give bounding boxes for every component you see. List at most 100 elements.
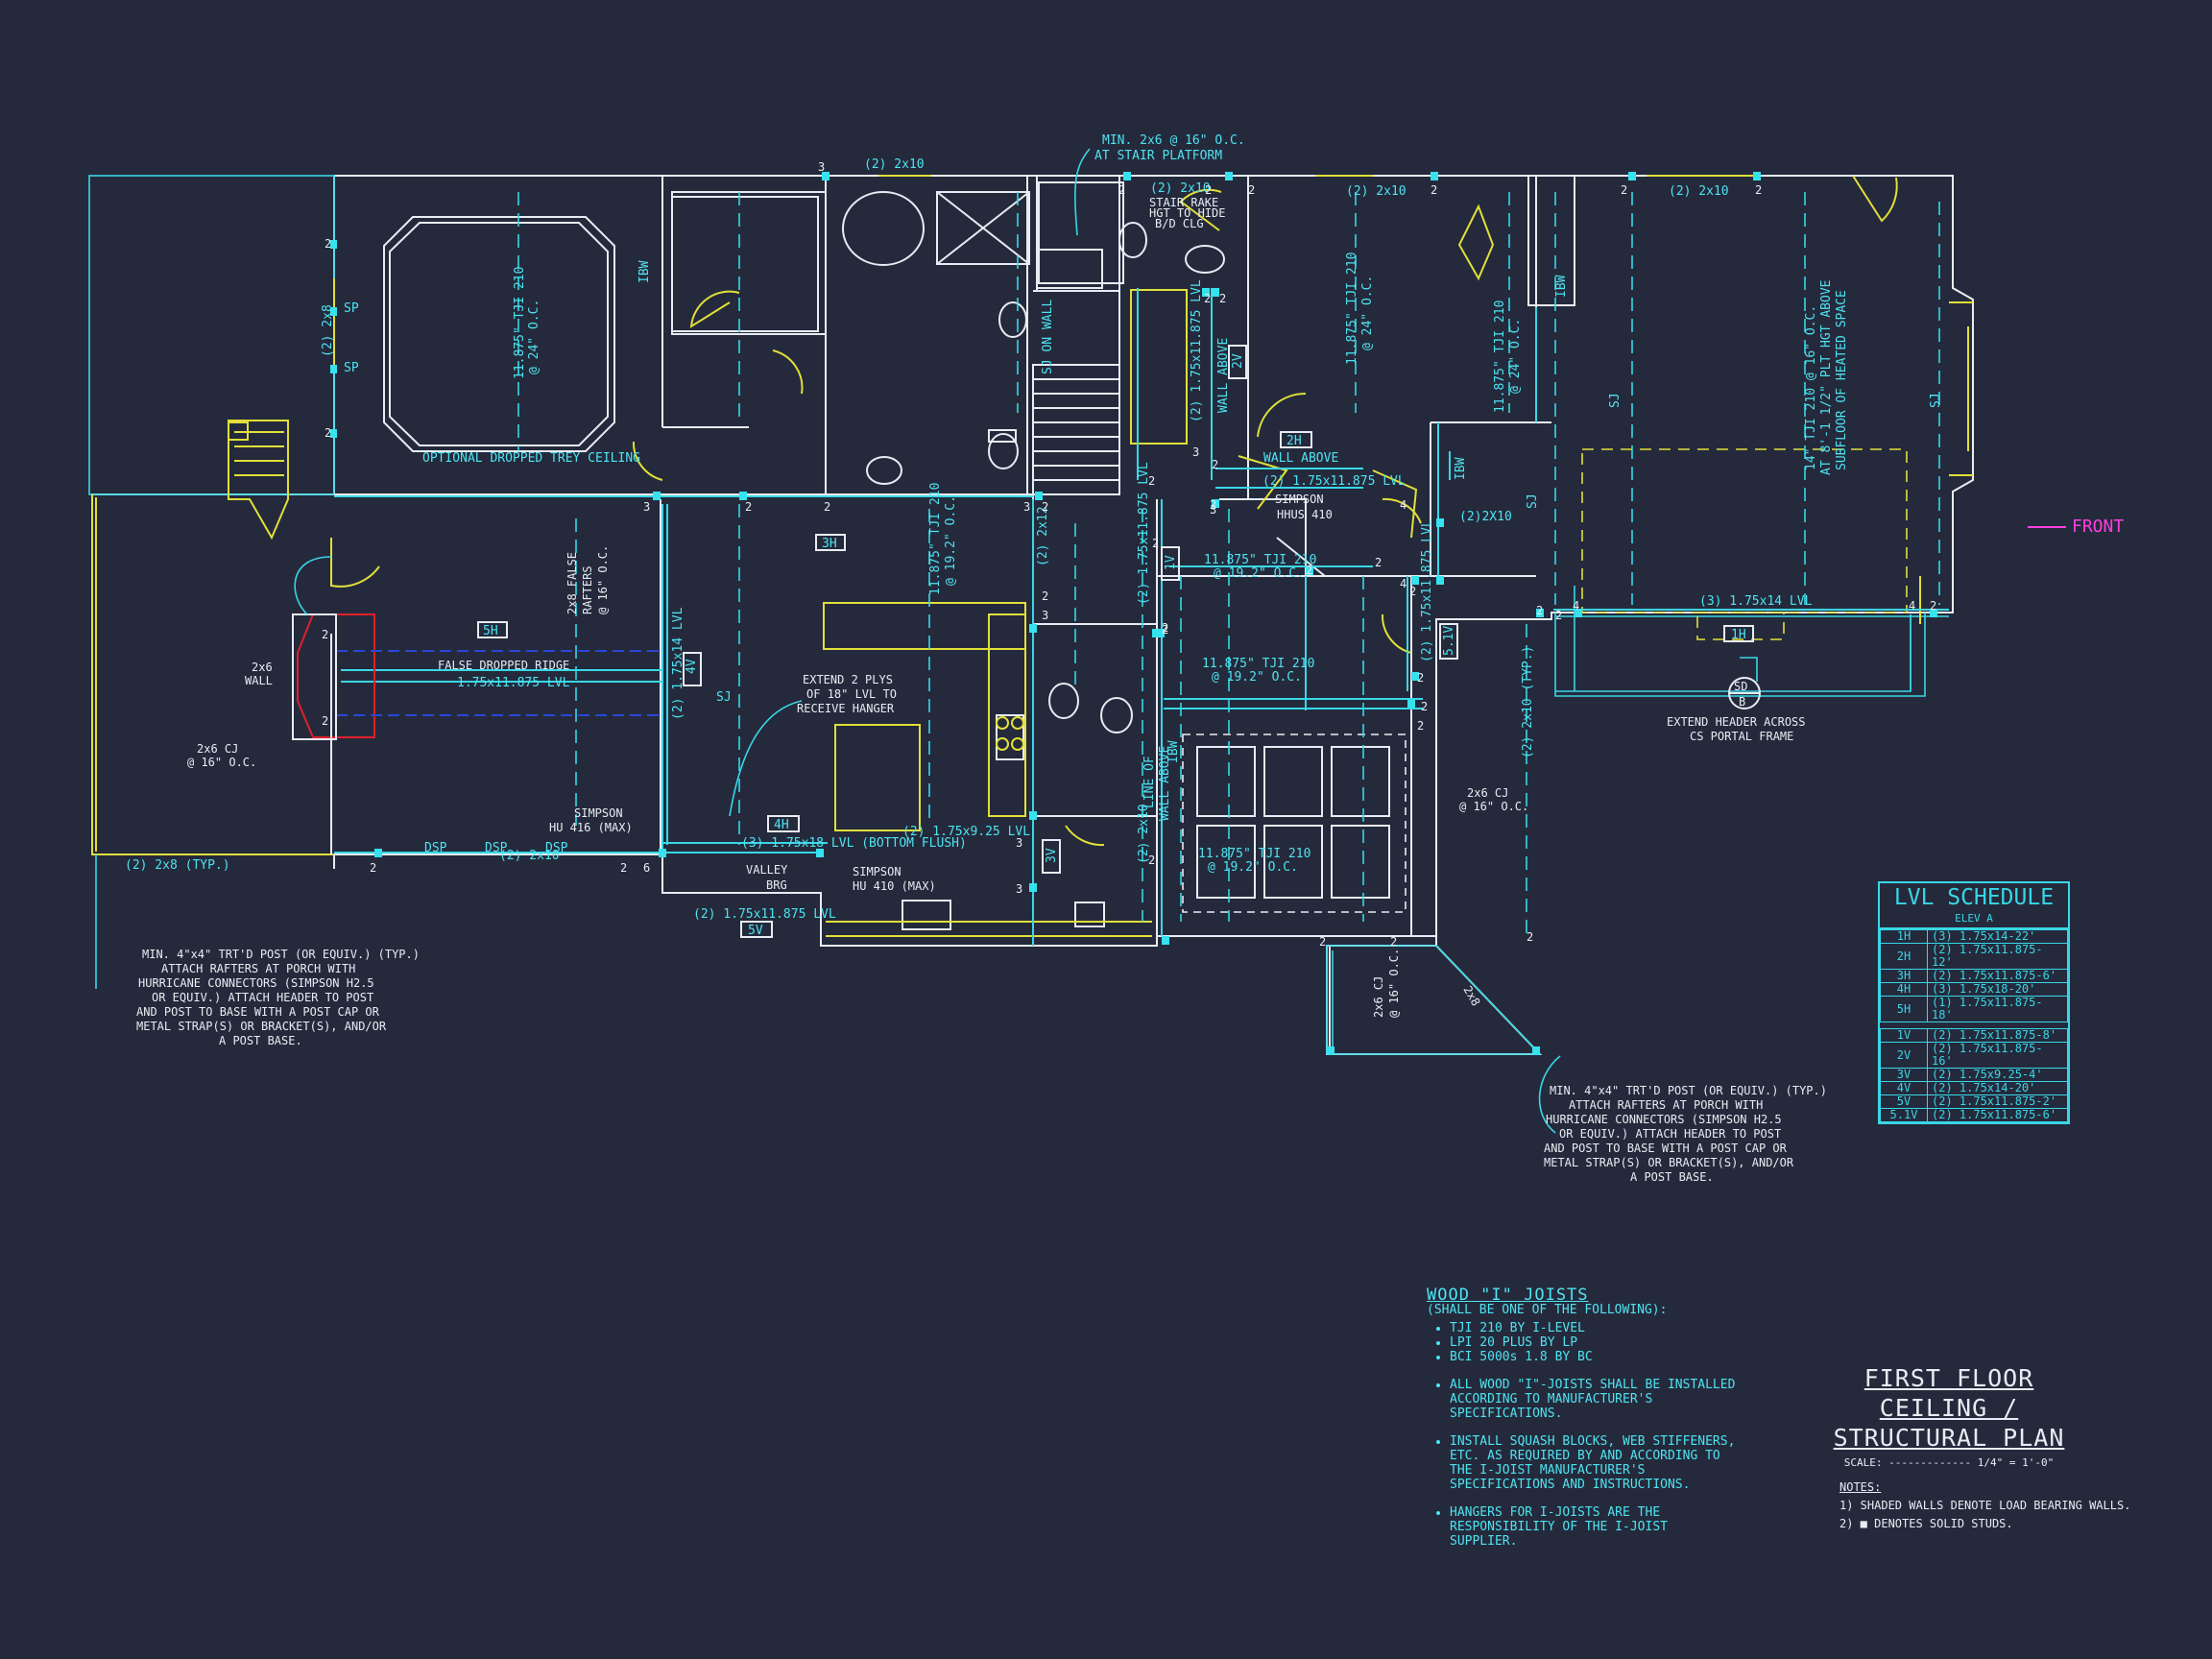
tag-4h: 4H [774, 818, 789, 832]
label-lvl-5v: (2) 1.75x11.875 LVL [693, 907, 836, 922]
svg-text:2: 2 [1118, 183, 1125, 197]
svg-text:4: 4 [1400, 498, 1407, 512]
label-stair-rake-1: STAIR RAKE [1149, 196, 1218, 209]
lvl-row: 4H(3) 1.75x18-20' [1880, 982, 2068, 997]
lvl-value: (2) 1.75x11.875-8' [1927, 1028, 2068, 1043]
label-stair-rake-2: HGT TO HIDE [1149, 206, 1225, 220]
label-dsp-3: DSP [545, 841, 568, 855]
label-wall-2x6-1: 2x6 [252, 661, 273, 674]
lvl-value: (2) 1.75x11.875-6' [1927, 969, 2068, 983]
svg-text:A POST BASE.: A POST BASE. [1630, 1170, 1714, 1184]
label-false-rafters-2: RAFTERS [581, 565, 594, 614]
label-tji-f-2: @ 19.2" O.C. [1212, 670, 1302, 685]
label-tji-c-2: @ 24" O.C. [1508, 319, 1523, 394]
lvl-row: 2H(2) 1.75x11.875-12' [1880, 943, 2068, 970]
svg-text:OR EQUIV.) ATTACH HEADER TO PO: OR EQUIV.) ATTACH HEADER TO POST [152, 991, 373, 1004]
label-sj-1: SJ [1526, 493, 1540, 509]
lvl-row: 5.1V(2) 1.75x11.875-6' [1880, 1108, 2068, 1122]
label-ibw3: IBW [1454, 457, 1468, 480]
svg-text:2: 2 [1621, 183, 1627, 197]
front-porch-outline [1581, 448, 1908, 613]
label-stair-platform-2: AT STAIR PLATFORM [1094, 149, 1222, 163]
label-header-b: (2) 2x10 [1346, 184, 1407, 199]
svg-text:2: 2 [1536, 604, 1543, 617]
label-lvl-4v: (2) 1.75x14 LVL [671, 607, 685, 720]
label-lvl-1h: (3) 1.75x14 LVL [1699, 594, 1813, 609]
joist-note-list: ALL WOOD "I"-JOISTS SHALL BE INSTALLED A… [1427, 1378, 1738, 1549]
svg-text:2: 2 [1390, 935, 1397, 949]
tag-5h: 5H [483, 624, 498, 638]
label-sj-wall: SJ ON WALL [1041, 300, 1055, 374]
svg-text:2: 2 [1421, 700, 1428, 713]
bath-fixtures [842, 181, 1225, 733]
lvl-value: (2) 1.75x11.875-2' [1927, 1094, 2068, 1109]
doors [330, 175, 1898, 847]
label-lvl-2h: (2) 1.75x11.875 LVL [1262, 474, 1406, 489]
svg-text:6: 6 [643, 861, 650, 875]
svg-text:2: 2 [1148, 474, 1155, 488]
tag-3v: 3V [1045, 848, 1059, 863]
svg-text:ATTACH RAFTERS AT PORCH WITH: ATTACH RAFTERS AT PORCH WITH [1569, 1098, 1763, 1112]
lvl-key: 2H [1880, 943, 1928, 970]
svg-text:OR EQUIV.) ATTACH HEADER TO PO: OR EQUIV.) ATTACH HEADER TO POST [1559, 1127, 1781, 1141]
svg-text:2: 2 [370, 861, 376, 875]
lvl-value: (2) 1.75x9.25-4' [1927, 1068, 2068, 1082]
tag-2v: 2V [1231, 353, 1245, 369]
label-dsp-2: DSP [485, 841, 508, 855]
label-tji-g-1: 11.875" TJI 210 [1198, 847, 1310, 861]
lvl-schedule-title: LVL SCHEDULE [1893, 885, 2055, 910]
title-block: FIRST FLOOR CEILING / STRUCTURAL PLAN SC… [1805, 1363, 2093, 1469]
label-extend-plys-2: OF 18" LVL TO [806, 687, 897, 701]
lvl-row: 3V(2) 1.75x9.25-4' [1880, 1068, 2068, 1082]
joist-span-lines [517, 192, 1940, 941]
svg-text:2: 2 [1042, 500, 1048, 514]
title-line-2: STRUCTURAL PLAN [1833, 1424, 2065, 1452]
tray-ceiling [383, 216, 615, 452]
svg-text:2: 2 [1204, 292, 1211, 305]
svg-text:3: 3 [1210, 503, 1216, 517]
label-wall-2x6-2: WALL [245, 674, 273, 687]
lvl-key: 5.1V [1880, 1108, 1928, 1122]
label-sd: SD [1734, 680, 1747, 693]
svg-text:3: 3 [1016, 882, 1022, 896]
svg-text:4: 4 [1573, 599, 1579, 613]
svg-text:2: 2 [325, 237, 331, 251]
svg-text:2: 2 [1527, 930, 1533, 944]
joist-option: BCI 5000s 1.8 BY BC [1450, 1350, 1830, 1364]
label-false-ridge: FALSE DROPPED RIDGE [438, 659, 569, 672]
svg-text:3: 3 [1016, 836, 1022, 850]
lvl-row: 5V(2) 1.75x11.875-2' [1880, 1094, 2068, 1109]
lvl-row: 2V(2) 1.75x11.875-16' [1880, 1042, 2068, 1069]
front-arrow-icon [2028, 526, 2066, 528]
lvl-row: 3H(2) 1.75x11.875-6' [1880, 969, 2068, 983]
svg-text:METAL STRAP(S) OR BRACKET(S),: METAL STRAP(S) OR BRACKET(S), AND/OR [1544, 1156, 1794, 1169]
legend-note-2: 2) ■ DENOTES SOLID STUDS. [1839, 1517, 2013, 1530]
lvl-key: 3H [1880, 969, 1928, 983]
dining-grid [1182, 733, 1407, 913]
lvl-row: 4V(2) 1.75x14-20' [1880, 1081, 2068, 1095]
lvl-value: (2) 1.75x11.875-6' [1927, 1108, 2068, 1122]
svg-text:2: 2 [745, 500, 752, 514]
joist-notes-sub: (SHALL BE ONE OF THE FOLLOWING): [1427, 1303, 1668, 1317]
joist-option: LPI 20 PLUS BY LP [1450, 1335, 1830, 1350]
label-extend-plys-1: EXTEND 2 PLYS [803, 673, 893, 686]
label-simpson-hu416-1: SIMPSON [574, 806, 623, 820]
tag-4v: 4V [685, 659, 699, 674]
svg-text:3: 3 [643, 500, 650, 514]
label-tji-a-1: 11.875" TJI 210 [513, 267, 527, 379]
leaders [95, 148, 1911, 1134]
label-simpson-hhus-2: HHUS 410 [1277, 508, 1333, 521]
svg-text:2: 2 [1162, 623, 1168, 637]
wood-i-joist-notes: WOOD "I" JOISTS (SHALL BE ONE OF THE FOL… [1427, 1287, 1830, 1550]
label-tji-d-2: @ 19.2" O.C. [944, 495, 958, 586]
label-2x8-diag: 2x8 [1460, 984, 1482, 1009]
lvl-row: 5H(1) 1.75x11.875-18' [1880, 996, 2068, 1022]
svg-text:2: 2 [1205, 183, 1212, 197]
lvl-schedule-table: 1H(3) 1.75x14-22'2H(2) 1.75x11.875-12'3H… [1880, 929, 2068, 1122]
porch-note-left: MIN. 4"x4" TRT'D POST (OR EQUIV.) (TYP.)… [136, 948, 420, 1047]
svg-text:2: 2 [1755, 183, 1762, 197]
svg-text:HURRICANE CONNECTORS (SIMPSON: HURRICANE CONNECTORS (SIMPSON H2.5 [1546, 1113, 1782, 1126]
label-false-rafters-3: @ 16" O.C. [596, 545, 610, 614]
label-simpson-hu410-2: HU 410 (MAX) [853, 879, 936, 893]
